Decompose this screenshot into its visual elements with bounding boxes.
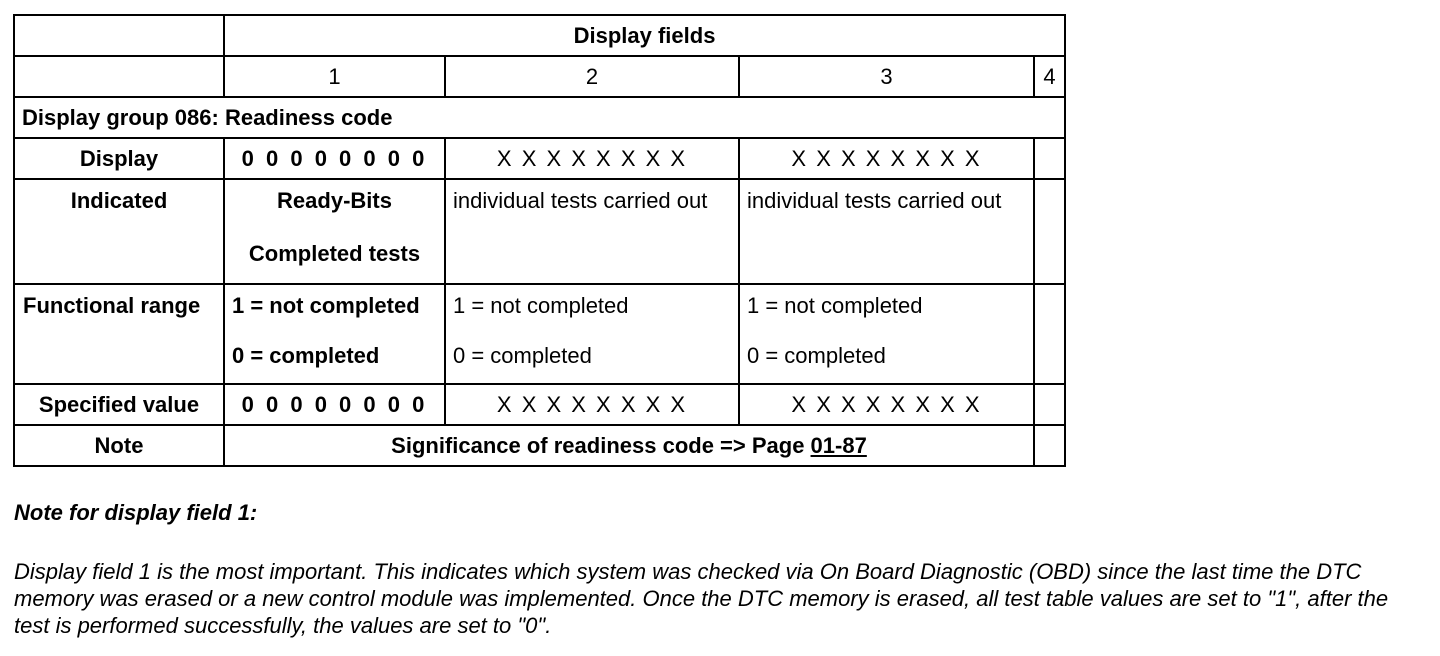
header-row: Display fields (13, 14, 1067, 57)
functional-range-row: Functional range 1 = not completed 0 = c… (13, 283, 1067, 385)
ready-bits-text: Ready-Bits (277, 188, 392, 213)
specified-value-label: Specified value (13, 383, 225, 426)
specified-value-field-1: 0 0 0 0 0 0 0 0 (223, 383, 446, 426)
functional-range-field-1: 1 = not completed 0 = completed (223, 283, 446, 385)
specified-value-field-3: X X X X X X X X (738, 383, 1035, 426)
display-field-4 (1032, 137, 1067, 180)
functional-range-field-3: 1 = not completed 0 = completed (738, 283, 1035, 385)
fr3-line2: 0 = completed (747, 343, 886, 368)
group-title-row: Display group 086: Readiness code (12, 96, 1067, 139)
indicated-label: Indicated (13, 178, 225, 285)
field-number-4: 4 (1032, 55, 1067, 98)
field-number-1: 1 (223, 55, 446, 98)
fr1-line1: 1 = not completed (232, 293, 420, 318)
display-fields-header: Display fields (222, 14, 1067, 57)
footnote-title: Note for display field 1: (14, 500, 258, 525)
display-row: Display 0 0 0 0 0 0 0 0 X X X X X X X X … (13, 137, 1067, 180)
display-field-3: X X X X X X X X (738, 137, 1035, 180)
display-group-title: Display group 086: Readiness code (12, 96, 1067, 139)
indicated-field-2: individual tests carried out (444, 178, 740, 285)
display-field-2: X X X X X X X X (444, 137, 740, 180)
note-field-4 (1032, 424, 1067, 467)
functional-range-label: Functional range (13, 283, 225, 385)
indicated-field-1: Ready-Bits Completed tests (223, 178, 446, 285)
page-link[interactable]: 01-87 (810, 433, 867, 458)
functional-range-field-2: 1 = not completed 0 = completed (444, 283, 740, 385)
display-label: Display (13, 137, 225, 180)
display-field-1: 0 0 0 0 0 0 0 0 (223, 137, 446, 180)
note-text: Significance of readiness code => Page (391, 433, 811, 458)
note-label: Note (13, 424, 225, 467)
footnote-body: Display field 1 is the most important. T… (14, 559, 1389, 638)
field-number-row: 1 2 3 4 (13, 55, 1067, 98)
readiness-code-table: Display fields 1 2 3 4 Display group 086… (12, 14, 1067, 467)
indicated-field-3: individual tests carried out (738, 178, 1035, 285)
note-row: Note Significance of readiness code => P… (13, 424, 1067, 467)
fr3-line1: 1 = not completed (747, 293, 923, 318)
indicated-row: Indicated Ready-Bits Completed tests ind… (13, 178, 1067, 285)
blank-cell (13, 55, 225, 98)
specified-value-field-4 (1032, 383, 1067, 426)
specified-value-row: Specified value 0 0 0 0 0 0 0 0 X X X X … (13, 383, 1067, 426)
indicated-field-4 (1032, 178, 1067, 285)
fr1-line2: 0 = completed (232, 343, 380, 368)
field-number-2: 2 (444, 55, 740, 98)
note-text-cell: Significance of readiness code => Page 0… (223, 424, 1035, 467)
fr2-line2: 0 = completed (453, 343, 592, 368)
functional-range-field-4 (1032, 283, 1067, 385)
completed-tests-text: Completed tests (248, 241, 421, 266)
field-number-3: 3 (738, 55, 1035, 98)
fr2-line1: 1 = not completed (453, 293, 629, 318)
blank-corner-cell (13, 14, 225, 57)
specified-value-field-2: X X X X X X X X (444, 383, 740, 426)
